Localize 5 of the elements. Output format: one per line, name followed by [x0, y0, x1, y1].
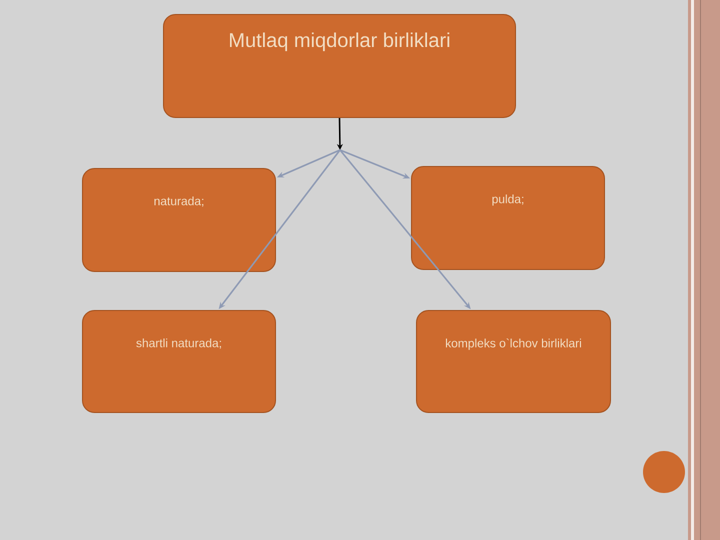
process-box: naturada;: [82, 168, 276, 272]
process-box: Mutlaq miqdorlar birliklari: [163, 14, 516, 118]
process-box: shartli naturada;: [82, 310, 276, 413]
process-box: pulda;: [411, 166, 605, 270]
process-box: kompleks o`lchov birliklari: [416, 310, 611, 413]
